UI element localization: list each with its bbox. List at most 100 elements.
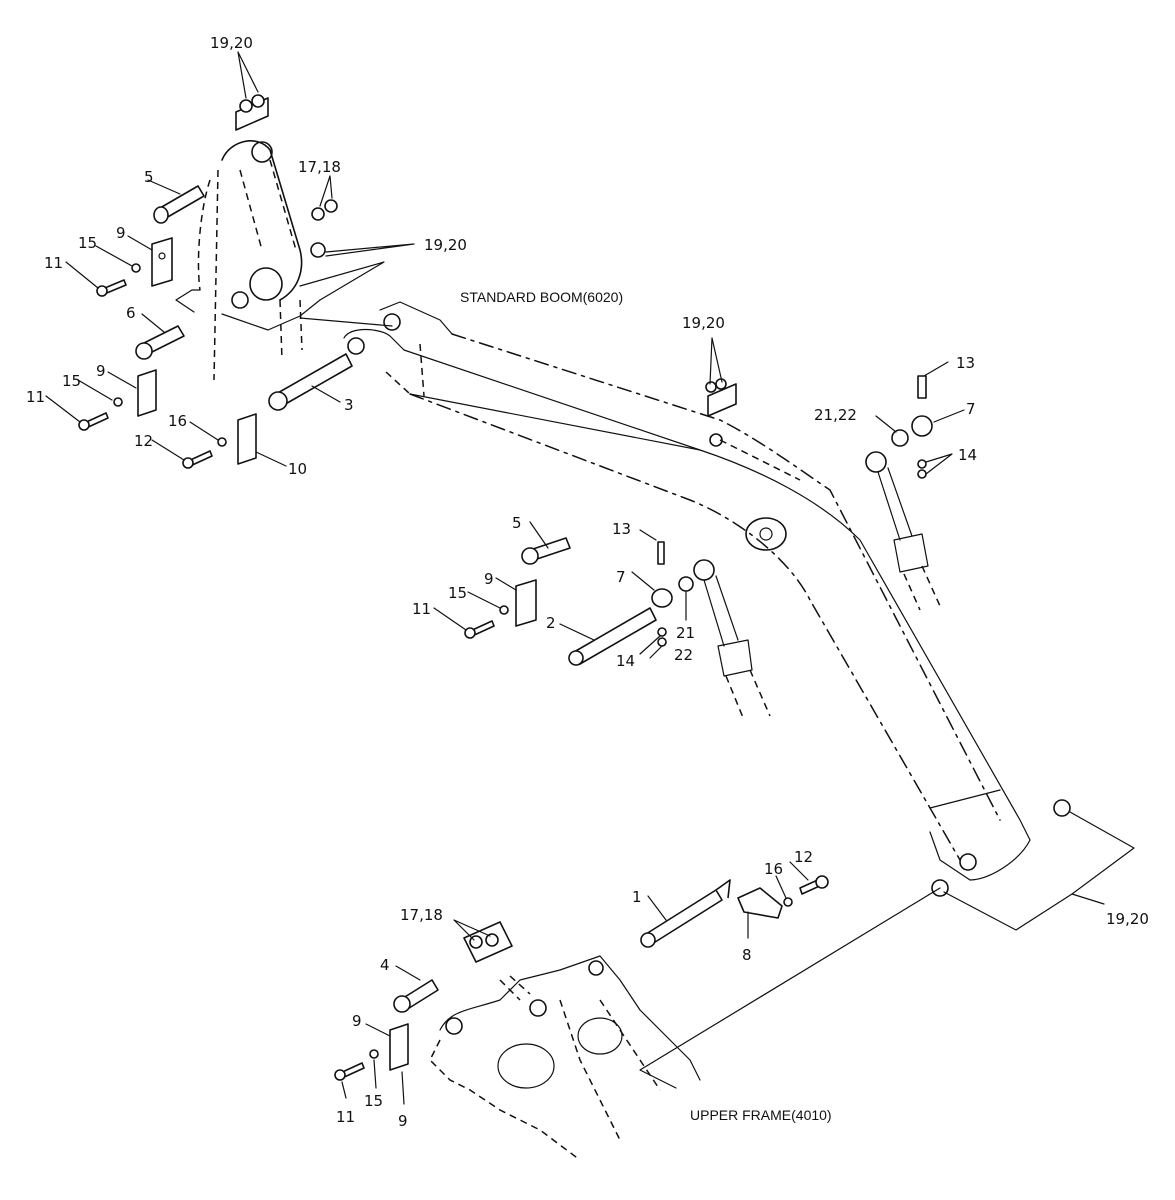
bolt-11-upper-head (96, 285, 108, 297)
washer-17 (311, 207, 325, 221)
washer-18 (324, 199, 338, 213)
boom-foot-hidden (385, 343, 425, 397)
lock-plate-10 (237, 413, 257, 465)
lock-plate-9-upper-hole (158, 252, 166, 260)
washer-19-20-far-right (1053, 799, 1071, 817)
bolt-13-upper (917, 375, 927, 399)
cylinder-lower-body (717, 639, 753, 677)
pin-3-head (268, 391, 288, 411)
bracket-plate-edge (175, 289, 201, 313)
callout-19-20-bracket: 19,20 (424, 236, 467, 254)
frame-pin-hidden (499, 975, 531, 1001)
washer-21-22-upper (891, 429, 909, 447)
washer-15-lower (499, 605, 509, 615)
cylinder-lower-rod (703, 575, 739, 647)
frame-boss (577, 1017, 623, 1055)
standard-boom (343, 301, 1031, 881)
callout-17-18-lower: 17,18 (400, 906, 443, 924)
leader-lines (45, 51, 1135, 1105)
cylinder-lower-eye (693, 559, 715, 581)
callout-11-mid: 11 (26, 388, 45, 406)
lock-plate-9-lower (515, 579, 537, 627)
bolt-11-lower-head (464, 627, 476, 639)
callout-19-20-top: 19,20 (210, 34, 253, 52)
pin-3-shaft (275, 353, 353, 407)
washer-16-lower (783, 897, 793, 907)
nut-14-upper-a (917, 459, 927, 469)
callout-11-lower: 11 (412, 600, 431, 618)
pin-1-end (640, 932, 656, 948)
nut-14-upper-b (917, 469, 927, 479)
washer-15-upper (131, 263, 141, 273)
frame-boss-left (445, 1017, 463, 1035)
boom-end-seam (929, 789, 1001, 809)
frame-hole (497, 1043, 555, 1089)
boom-cylinder-lower (693, 559, 771, 721)
boom-bracket-hidden (719, 439, 801, 481)
callout-8: 8 (742, 946, 752, 964)
pin-2-end (568, 650, 584, 666)
upper-frame-bracket (334, 921, 701, 1161)
washer-plate-19-20-mid (707, 383, 737, 417)
washer-19-20-right (310, 242, 326, 258)
callout-1: 1 (632, 888, 642, 906)
callout-5-lower: 5 (512, 514, 522, 532)
collar-7-upper (911, 415, 933, 437)
pin-5-lower-head (521, 547, 539, 565)
collar-7-lower (651, 588, 673, 608)
callout-3: 3 (344, 396, 354, 414)
washer-21-22-lower (678, 576, 694, 592)
callout-9-frame-lower: 9 (398, 1112, 408, 1130)
callout-4: 4 (380, 956, 390, 974)
lock-plate-9-mid (137, 369, 157, 417)
boom-foot-top (379, 301, 453, 335)
callout-21-lower: 21 (676, 624, 695, 642)
bracket-hidden-lines (197, 169, 219, 381)
lock-plate-9-upper (151, 237, 173, 287)
callout-15-upper: 15 (78, 234, 97, 252)
cylinder-lower-hidden (725, 669, 771, 721)
frame-title: UPPER FRAME(4010) (690, 1107, 832, 1123)
frame-hidden-2 (559, 999, 661, 1141)
boom-bottom-edge (409, 393, 961, 861)
callout-19-20-mid: 19,20 (682, 314, 725, 332)
callout-12-upper: 12 (134, 432, 153, 450)
arm-cylinder-upper (865, 451, 941, 611)
boom-title: STANDARD BOOM(6020) (460, 289, 623, 305)
callout-15-lower: 15 (448, 584, 467, 602)
washer-15-mid (113, 397, 123, 407)
washer-15-frame (369, 1049, 379, 1059)
bracket-bushing (231, 291, 249, 309)
callout-7-lower: 7 (616, 568, 626, 586)
callout-11-upper: 11 (44, 254, 63, 272)
cylinder-upper-eye (865, 451, 887, 473)
bolt-13-lower (657, 541, 665, 565)
boom-top-edge (451, 333, 1001, 821)
pin-5-upper (153, 185, 205, 224)
callout-2: 2 (546, 614, 556, 632)
washer-20-mid (715, 378, 727, 390)
callout-9-frame-upper: 9 (352, 1012, 362, 1030)
callout-12-lower: 12 (794, 848, 813, 866)
nut-14-lower-a (657, 627, 667, 637)
callout-15-frame: 15 (364, 1092, 383, 1110)
pin-1-head (715, 879, 731, 899)
frame-boss-mid (529, 999, 547, 1017)
callout-7-upper: 7 (966, 400, 976, 418)
bracket-base-edge (221, 299, 321, 331)
cylinder-upper-rod (877, 467, 913, 541)
callout-15-mid: 15 (62, 372, 81, 390)
callout-14-upper: 14 (958, 446, 977, 464)
bracket-pin-hole-top (251, 141, 273, 163)
bracket-pin-hole-main (249, 267, 283, 301)
callout-9-lower: 9 (484, 570, 494, 588)
callout-21-22-upper: 21,22 (814, 406, 857, 424)
callout-6: 6 (126, 304, 136, 322)
washer-19-top-left (239, 99, 253, 113)
boom-cylinder-lug (709, 433, 723, 447)
callout-13-upper: 13 (956, 354, 975, 372)
callout-labels: 19,20 5 17,18 9 15 19,20 11 6 9 15 11 3 … (26, 34, 1149, 1130)
bolt-12-upper-head (182, 457, 194, 469)
boom-foot-bracket-group (175, 94, 385, 381)
